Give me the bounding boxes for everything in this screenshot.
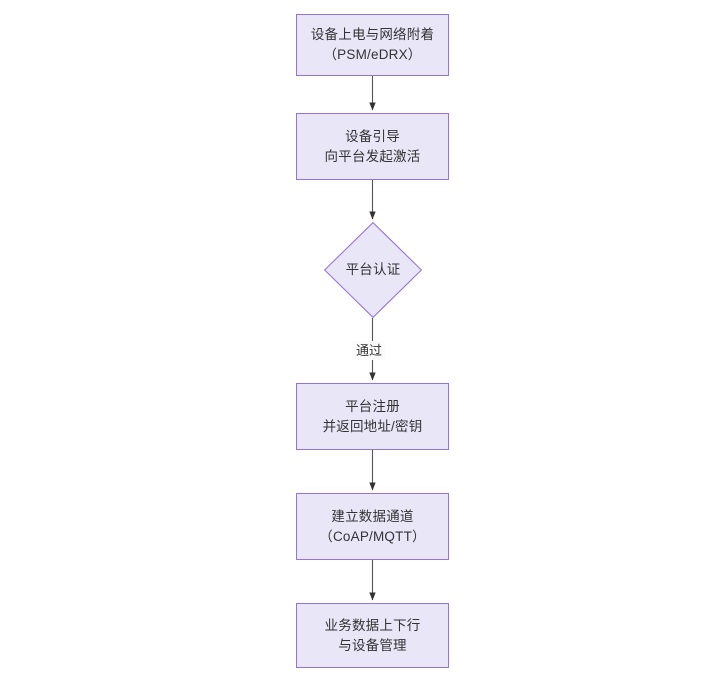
flow-node-label-line2: 向平台发起激活 xyxy=(324,148,421,164)
flow-node-label-line1: 建立数据通道 xyxy=(331,508,414,524)
flow-node-business-data[interactable]: 业务数据上下行 与设备管理 xyxy=(296,603,449,668)
flow-node-device-bootstrap[interactable]: 设备引导 向平台发起激活 xyxy=(296,113,449,180)
flow-node-device-power-on[interactable]: 设备上电与网络附着 （PSM/eDRX） xyxy=(296,14,449,76)
flow-node-label-line1: 设备引导 xyxy=(345,128,400,144)
diamond-shape-icon xyxy=(324,222,422,318)
flow-node-label-line2: 与设备管理 xyxy=(338,637,407,653)
edge-label-pass: 通过 xyxy=(353,341,386,360)
flow-node-platform-register[interactable]: 平台注册 并返回地址/密钥 xyxy=(296,383,449,450)
flow-node-label-line1: 设备上电与网络附着 xyxy=(310,27,435,42)
edge-label-pass-text: 通过 xyxy=(356,343,383,358)
flow-node-label-line2: （PSM/eDRX） xyxy=(323,47,422,62)
flow-node-label-line2: （CoAP/MQTT） xyxy=(319,528,426,544)
flow-node-platform-auth-decision[interactable]: 平台认证 xyxy=(324,222,422,318)
flow-node-label-line1: 平台注册 xyxy=(345,398,400,414)
flow-node-label-line2: 并返回地址/密钥 xyxy=(322,418,423,434)
flow-node-label-line1: 平台认证 xyxy=(345,262,401,277)
flow-node-data-channel[interactable]: 建立数据通道 （CoAP/MQTT） xyxy=(296,493,449,560)
flow-node-label-line1: 业务数据上下行 xyxy=(324,617,421,633)
